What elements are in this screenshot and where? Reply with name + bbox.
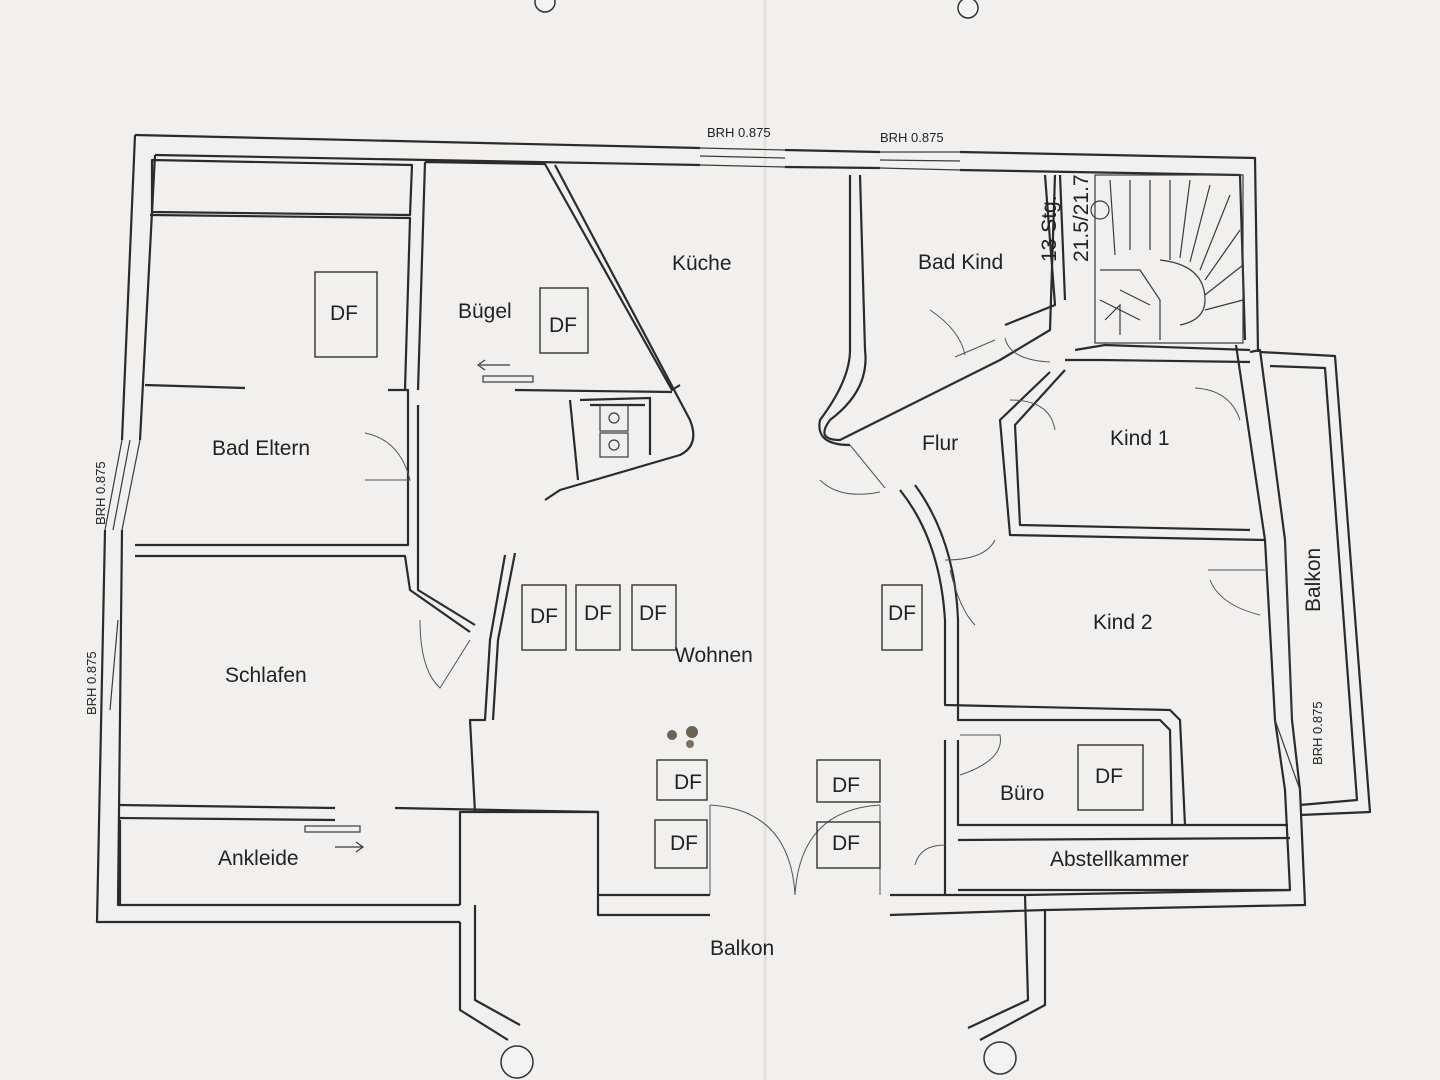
skylight-label: DF	[549, 314, 577, 337]
kitchen-appliances	[599, 404, 629, 458]
skylight-box	[816, 759, 881, 803]
room-label-kind2: Kind 2	[1093, 611, 1153, 634]
room-label-flur: Flur	[922, 432, 958, 455]
room-label-buegel: Bügel	[458, 300, 512, 323]
room-label-wohnen: Wohnen	[675, 644, 753, 667]
skylight-label: DF	[888, 602, 916, 625]
room-label-kueche: Küche	[672, 252, 732, 275]
stair-labels: 13 Stg. 21.5/21.7	[1038, 174, 1093, 262]
skylight-box	[575, 584, 621, 651]
skylight-box	[1077, 744, 1144, 811]
room-label-bad-kind: Bad Kind	[918, 251, 1003, 274]
punch-hole	[983, 1041, 1017, 1075]
window-label-left-lower: BRH 0.875	[84, 651, 99, 715]
skylights	[314, 271, 1144, 869]
skylight-box	[656, 759, 708, 801]
skylight-label: DF	[330, 302, 358, 325]
skylight-box	[881, 584, 923, 651]
skylight-box	[654, 819, 708, 869]
skylight-label: DF	[584, 602, 612, 625]
window-label-top-left: BRH 0.875	[707, 125, 771, 140]
staircase	[1090, 174, 1244, 344]
skylight-box	[631, 584, 677, 651]
window-label-right: BRH 0.875	[1310, 701, 1325, 765]
window-label-top-right: BRH 0.875	[880, 130, 944, 145]
interior-walls	[118, 158, 1291, 905]
stair-ratio-label: 21.5/21.7	[1070, 174, 1093, 262]
skylight-label: DF	[530, 605, 558, 628]
skylight-label: DF	[832, 774, 860, 797]
skylight-box	[539, 287, 589, 354]
east-balcony	[1259, 350, 1372, 817]
skylight-labels: DF DF DF DF DF DF DF DF DF DF DF	[330, 302, 1123, 855]
room-label-schlafen: Schlafen	[225, 664, 307, 687]
windows	[104, 147, 1301, 791]
stair-steps-label: 13 Stg.	[1038, 195, 1061, 262]
paper-stains	[667, 726, 698, 748]
skylight-box	[816, 821, 881, 869]
sliding-door-marks	[304, 359, 534, 853]
skylight-box	[314, 271, 378, 358]
skylight-label: DF	[670, 832, 698, 855]
window-labels: BRH 0.875 BRH 0.875 BRH 0.875 BRH 0.875 …	[84, 125, 1325, 765]
skylight-box	[521, 584, 567, 651]
skylight-label: DF	[639, 602, 667, 625]
room-labels: Küche Bügel Bad Kind Bad Eltern Flur Kin…	[212, 251, 1325, 960]
window-label-left-upper: BRH 0.875	[93, 461, 108, 525]
skylight-label: DF	[832, 832, 860, 855]
room-label-balkon-south: Balkon	[710, 937, 774, 960]
room-label-abstellkammer: Abstellkammer	[1050, 848, 1189, 871]
room-label-ankleide: Ankleide	[218, 847, 299, 870]
room-label-buero: Büro	[1000, 782, 1044, 805]
room-label-kind1: Kind 1	[1110, 427, 1170, 450]
skylight-label: DF	[1095, 765, 1123, 788]
punch-hole	[500, 1045, 534, 1079]
room-label-balkon-east: Balkon	[1302, 548, 1325, 612]
room-label-bad-eltern: Bad Eltern	[212, 437, 310, 460]
punch-hole	[534, 0, 556, 13]
skylight-label: DF	[674, 771, 702, 794]
punch-hole	[957, 0, 979, 19]
